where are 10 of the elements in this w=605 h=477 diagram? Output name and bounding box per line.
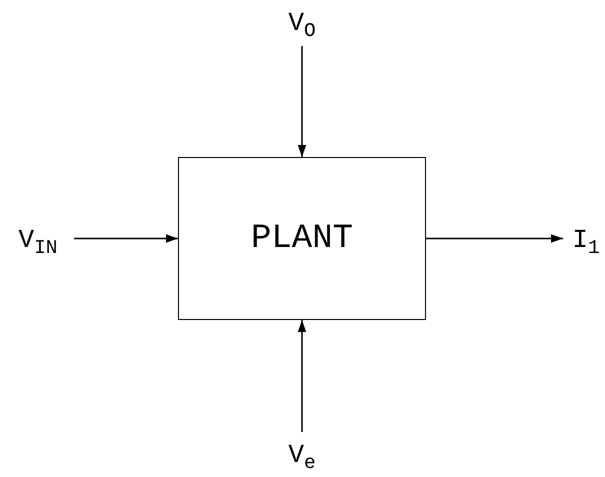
arrow — [298, 46, 306, 157]
signal-label: I$_{1}$ — [572, 225, 600, 255]
arrow — [426, 234, 563, 243]
signal-label: V$_{O}$ — [288, 8, 316, 38]
signal-label: V$_{IN}$ — [18, 225, 58, 255]
arrow — [74, 234, 178, 243]
signal-label: V$_{e}$ — [288, 440, 316, 470]
process-box — [178, 157, 426, 320]
box-title: PLANT — [250, 220, 354, 258]
arrow — [298, 320, 306, 432]
